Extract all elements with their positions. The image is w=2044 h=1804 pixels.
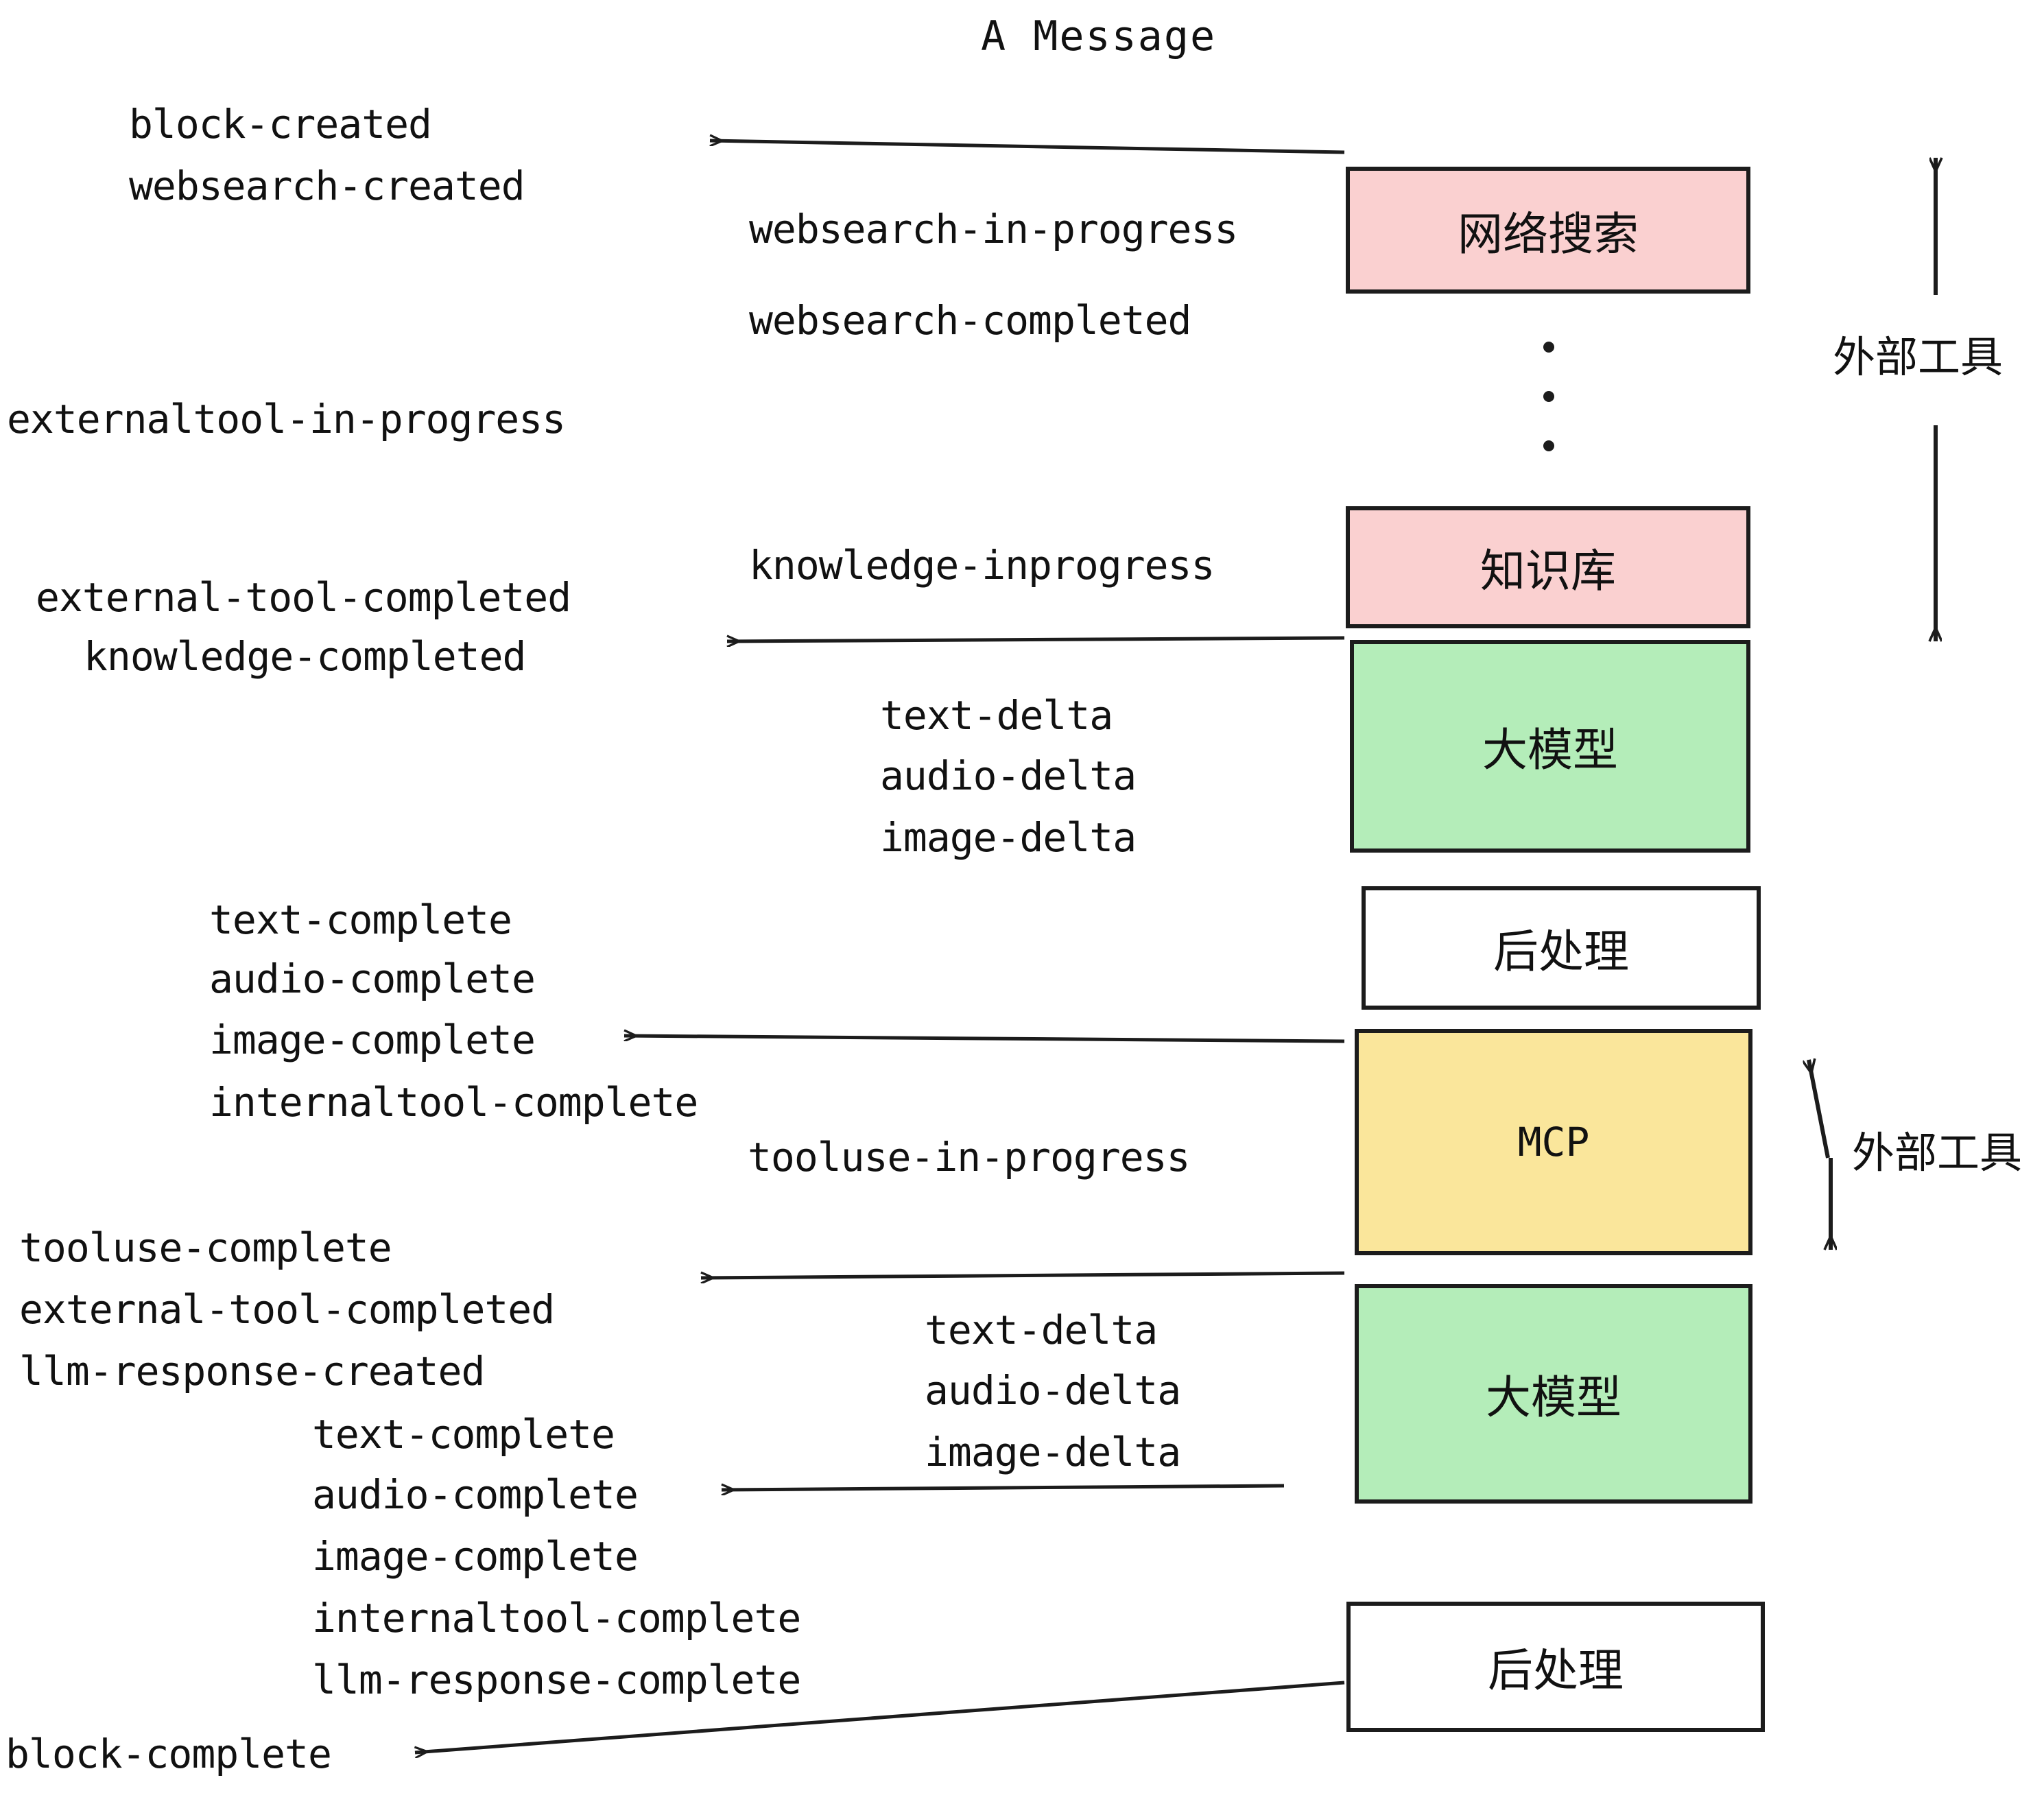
arrow-knowledge-to-knowledge-completed — [727, 638, 1345, 641]
event-text-complete-1: text-complete — [209, 897, 512, 943]
event-tooluse-in-progress: tooluse-in-progress — [748, 1134, 1190, 1180]
event-text-delta-1: text-delta — [880, 692, 1113, 739]
label-external-tools-top: 外部工具 — [1833, 332, 2004, 382]
arrow-postprocess-to-image-complete — [624, 1036, 1345, 1043]
ellipsis-vertical-dots — [1543, 342, 1554, 451]
event-block-complete: block-complete — [5, 1731, 332, 1777]
event-internaltool-complete-2: internaltool-complete — [312, 1595, 801, 1641]
event-knowledge-completed: knowledge-completed — [84, 633, 526, 680]
dot-3 — [1543, 440, 1554, 451]
node-llm-top-label: 大模型 — [1482, 724, 1618, 776]
event-image-delta-2: image-delta — [925, 1429, 1181, 1475]
dot-2 — [1543, 391, 1554, 402]
event-image-complete-1: image-complete — [209, 1017, 536, 1063]
node-postprocess-top[interactable]: 后处理 — [1362, 886, 1761, 1010]
event-audio-delta-2: audio-delta — [925, 1367, 1181, 1414]
event-text-complete-2: text-complete — [312, 1411, 615, 1458]
node-knowledgebase-label: 知识库 — [1480, 545, 1616, 597]
event-tooluse-complete: tooluse-complete — [19, 1224, 392, 1271]
event-websearch-in-progress: websearch-in-progress — [749, 206, 1238, 252]
event-image-delta-1: image-delta — [880, 814, 1137, 861]
event-audio-complete-1: audio-complete — [209, 956, 536, 1002]
event-text-delta-2: text-delta — [925, 1307, 1158, 1353]
label-external-tools-bottom: 外部工具 — [1852, 1128, 2023, 1178]
event-externaltool-in-progress: externaltool-in-progress — [7, 396, 566, 442]
node-llm-bottom[interactable]: 大模型 — [1355, 1284, 1752, 1504]
event-external-tool-completed-2: external-tool-completed — [19, 1286, 555, 1333]
event-block-created: block-created — [129, 101, 432, 147]
node-knowledgebase[interactable]: 知识库 — [1346, 506, 1750, 628]
node-postprocess-top-label: 后处理 — [1493, 925, 1629, 978]
event-websearch-created: websearch-created — [129, 163, 525, 209]
dot-1 — [1543, 342, 1554, 353]
arrow-websearch-to-block-created — [710, 141, 1345, 154]
node-postprocess-bottom[interactable]: 后处理 — [1346, 1602, 1765, 1732]
page-title: A Message — [981, 12, 1217, 60]
event-audio-delta-1: audio-delta — [880, 752, 1137, 799]
node-mcp[interactable]: MCP — [1355, 1029, 1752, 1255]
event-websearch-completed: websearch-completed — [749, 297, 1191, 344]
event-llm-response-created: llm-response-created — [19, 1348, 485, 1394]
event-knowledge-inprogress: knowledge-inprogress — [749, 542, 1215, 589]
node-llm-top[interactable]: 大模型 — [1350, 640, 1750, 853]
event-image-complete-2: image-complete — [312, 1533, 639, 1580]
event-llm-response-complete: llm-response-complete — [312, 1657, 801, 1703]
node-llm-bottom-label: 大模型 — [1486, 1371, 1621, 1424]
arrow-llm-to-audio-complete — [722, 1486, 1285, 1490]
event-internaltool-complete-1: internaltool-complete — [209, 1079, 698, 1126]
event-external-tool-completed-1: external-tool-completed — [36, 574, 571, 621]
arrow-external-tools-bottom-up — [1809, 1060, 1830, 1159]
node-postprocess-bottom-label: 后处理 — [1488, 1644, 1624, 1697]
node-mcp-label: MCP — [1517, 1119, 1590, 1165]
event-audio-complete-2: audio-complete — [312, 1471, 639, 1518]
node-websearch[interactable]: 网络搜索 — [1346, 167, 1750, 294]
arrow-mcp-to-tooluse-complete — [701, 1271, 1345, 1278]
node-websearch-label: 网络搜索 — [1458, 207, 1639, 261]
